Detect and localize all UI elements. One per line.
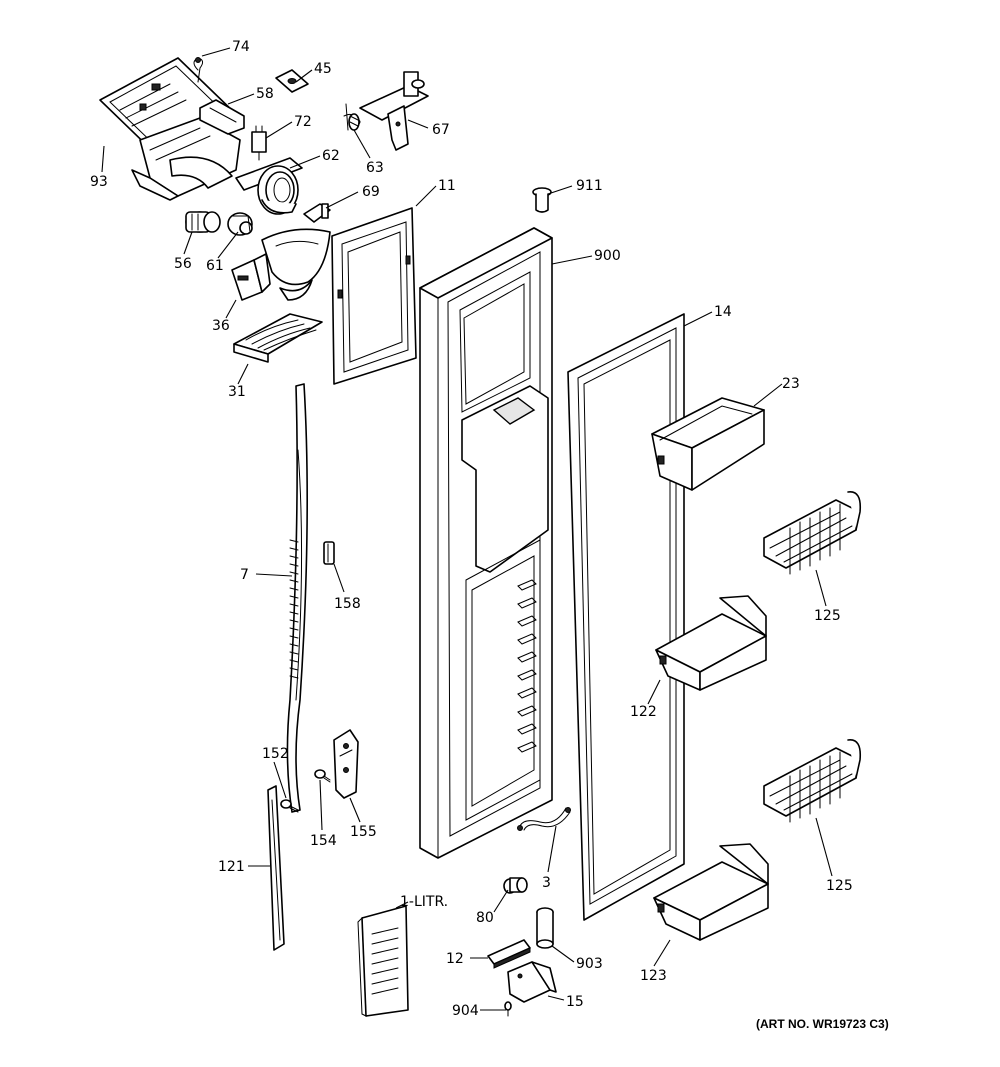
callout-93: 93 xyxy=(90,174,108,190)
part-152-screw xyxy=(280,799,299,813)
part-36-bracket xyxy=(231,253,271,301)
callout-152: 152 xyxy=(262,746,289,762)
callout-72: 72 xyxy=(294,114,312,130)
part-903-tube xyxy=(536,907,554,949)
part-14-door-gasket xyxy=(567,313,685,921)
part-31-drip-grille xyxy=(233,313,323,363)
callout-123: 123 xyxy=(640,968,667,984)
part-80-fitting xyxy=(503,877,528,894)
part-7-door-handle xyxy=(286,383,308,813)
part-74-sensor-wire xyxy=(193,57,204,83)
callout-125-upper: 125 xyxy=(814,608,841,624)
part-123-door-bin xyxy=(653,843,769,941)
callout-158: 158 xyxy=(334,596,361,612)
callout-121: 121 xyxy=(218,859,245,875)
callout-904: 904 xyxy=(452,1003,479,1019)
part-904-screw xyxy=(504,1001,512,1017)
part-67-actuator-bracket xyxy=(359,71,429,151)
part-69-bracket xyxy=(303,203,331,223)
callout-74: 74 xyxy=(232,39,250,55)
callout-7: 7 xyxy=(240,567,249,583)
callout-31: 31 xyxy=(228,384,246,400)
callout-56: 56 xyxy=(174,256,192,272)
part-23-door-bin xyxy=(651,397,765,491)
callout-45: 45 xyxy=(314,61,332,77)
callout-62: 62 xyxy=(322,148,340,164)
part-900-door-assembly xyxy=(419,227,553,859)
callout-154: 154 xyxy=(310,833,337,849)
part-62-auger-housing xyxy=(235,157,303,215)
callout-1-litr: 1-LITR. xyxy=(400,894,448,910)
part-15-dispenser-bracket xyxy=(507,961,557,1003)
callout-69: 69 xyxy=(362,184,380,200)
part-3-water-tube xyxy=(517,807,571,831)
part-72-switch xyxy=(251,125,267,161)
part-158-clip xyxy=(323,541,335,565)
callout-122: 122 xyxy=(630,704,657,720)
part-125-wire-shelf-lower xyxy=(763,739,862,823)
callout-36: 36 xyxy=(212,318,230,334)
callout-67: 67 xyxy=(432,122,450,138)
part-12-plate xyxy=(487,939,531,969)
part-58-bracket xyxy=(199,99,245,135)
part-1-litr-literature xyxy=(357,905,409,1017)
part-911-bushing xyxy=(532,187,552,213)
callout-125-lower: 125 xyxy=(826,878,853,894)
callout-80: 80 xyxy=(476,910,494,926)
callout-14: 14 xyxy=(714,304,732,320)
callout-58: 58 xyxy=(256,86,274,102)
part-125-wire-shelf-upper xyxy=(763,491,862,575)
part-56-motor xyxy=(185,211,221,233)
callout-labels: 74 45 58 93 72 63 67 62 69 11 911 900 56… xyxy=(90,39,853,1019)
art-number: (ART NO. WR19723 C3) xyxy=(756,1017,889,1031)
callout-155: 155 xyxy=(350,824,377,840)
callout-15: 15 xyxy=(566,994,584,1010)
part-63-spring xyxy=(343,103,361,131)
part-11-dispenser-frame xyxy=(331,207,417,385)
part-122-door-bin xyxy=(655,595,767,691)
callout-12: 12 xyxy=(446,951,464,967)
part-121-trim-strip xyxy=(267,785,285,951)
callout-900: 900 xyxy=(594,248,621,264)
part-154-screw xyxy=(314,769,331,783)
callout-61: 61 xyxy=(206,258,224,274)
leader-lines xyxy=(101,47,833,1011)
callout-23: 23 xyxy=(782,376,800,392)
callout-911: 911 xyxy=(576,178,603,194)
door-shelf-rails xyxy=(517,579,537,753)
part-45-bracket xyxy=(275,69,309,93)
part-155-hinge xyxy=(333,729,359,799)
callout-11: 11 xyxy=(438,178,456,194)
callout-903: 903 xyxy=(576,956,603,972)
callout-63: 63 xyxy=(366,160,384,176)
part-ice-chute-funnel xyxy=(261,228,331,301)
part-61-solenoid xyxy=(227,212,253,236)
callout-3: 3 xyxy=(542,875,551,891)
